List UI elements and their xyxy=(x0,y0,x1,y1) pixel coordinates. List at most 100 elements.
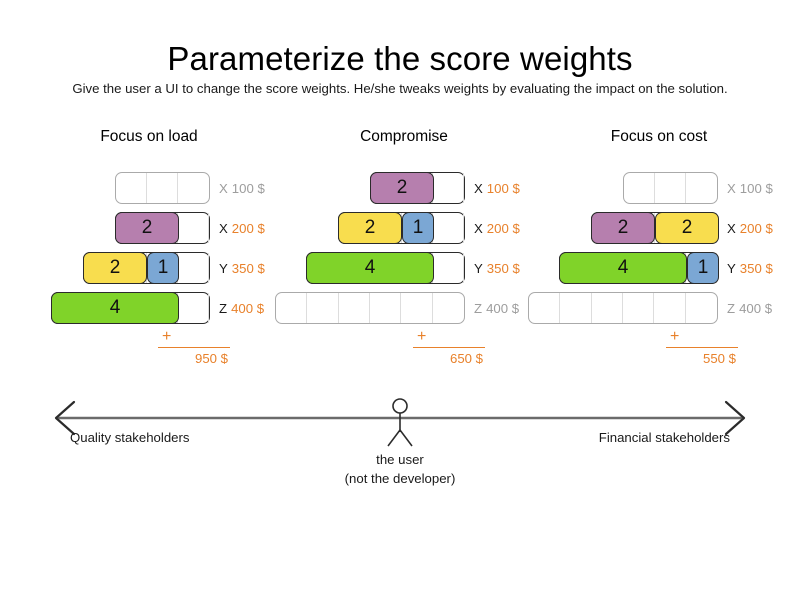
user-caption-line-2: (not the developer) xyxy=(344,471,456,486)
track-cell[interactable] xyxy=(592,293,623,323)
track-cell[interactable] xyxy=(178,293,210,323)
weight-segment-yellow[interactable]: 2 xyxy=(655,212,719,244)
weight-row-key: Z xyxy=(474,300,483,316)
track-cell[interactable] xyxy=(178,253,209,283)
track-cell[interactable] xyxy=(178,213,209,243)
total-rule xyxy=(666,347,738,348)
weight-slider-track[interactable] xyxy=(115,172,210,204)
weight-segment-value: 2 xyxy=(141,217,153,238)
scenario-total-inner: +950 $ xyxy=(158,328,230,366)
track-cell[interactable] xyxy=(624,173,655,203)
weight-row-price: 200 $ xyxy=(486,220,520,236)
weight-row-price: 350 $ xyxy=(739,260,773,276)
weight-segment-purple[interactable]: 2 xyxy=(370,172,434,204)
stakeholder-axis xyxy=(0,392,800,512)
weight-row-key: Y xyxy=(474,260,483,276)
track-cell[interactable] xyxy=(370,293,402,323)
weight-slider-track[interactable]: 4 xyxy=(51,292,210,324)
weight-slider-track[interactable] xyxy=(623,172,718,204)
total-value: 550 $ xyxy=(702,351,736,366)
weight-segment-yellow[interactable]: 2 xyxy=(338,212,402,244)
page-title: Parameterize the score weights xyxy=(167,40,633,78)
scenario-total: +550 $ xyxy=(528,328,786,374)
axis-label-quality-stakeholders: Quality stakeholders xyxy=(70,430,190,445)
weight-row-key: X xyxy=(474,180,483,196)
weight-segment-value: 2 xyxy=(681,217,693,238)
weight-row-price: 100 $ xyxy=(231,180,265,196)
weight-row-price: 100 $ xyxy=(486,180,520,196)
weight-slider-track[interactable] xyxy=(528,292,718,324)
axis-svg xyxy=(54,398,746,447)
weight-track-wrap: 2 xyxy=(275,171,465,205)
scenario-heading: Focus on load xyxy=(100,128,198,145)
track-cell[interactable] xyxy=(529,293,561,323)
weight-segment-purple[interactable]: 2 xyxy=(115,212,179,244)
total-rule xyxy=(413,347,485,348)
track-cell[interactable] xyxy=(307,293,339,323)
weight-segment-value: 2 xyxy=(364,217,376,238)
track-cell[interactable] xyxy=(178,173,209,203)
weight-row-price: 400 $ xyxy=(739,300,773,316)
weight-row-key: Y xyxy=(219,260,228,276)
weight-segment-blue[interactable]: 1 xyxy=(402,212,434,244)
weight-segment-green[interactable]: 4 xyxy=(306,252,434,284)
scenario-total: +650 $ xyxy=(275,328,533,374)
track-cell[interactable] xyxy=(560,293,592,323)
track-cell[interactable] xyxy=(433,293,464,323)
track-cell[interactable] xyxy=(433,213,464,243)
track-cell[interactable] xyxy=(276,293,308,323)
weight-track-wrap: 4 xyxy=(275,251,465,285)
weight-segment-value: 4 xyxy=(109,297,121,318)
weight-segment-value: 2 xyxy=(396,177,408,198)
track-cell[interactable] xyxy=(339,293,370,323)
weight-segment-yellow[interactable]: 2 xyxy=(83,252,147,284)
weight-slider-track[interactable]: 2 xyxy=(370,172,465,204)
track-cell[interactable] xyxy=(623,293,655,323)
track-cell[interactable] xyxy=(401,293,433,323)
track-cell[interactable] xyxy=(147,173,178,203)
weight-row-key: X xyxy=(474,220,483,236)
weight-segment-value: 2 xyxy=(617,217,629,238)
track-cell[interactable] xyxy=(655,173,686,203)
weight-row-key: X xyxy=(727,180,736,196)
weight-segment-purple[interactable]: 2 xyxy=(591,212,655,244)
weight-slider-track[interactable] xyxy=(275,292,465,324)
track-cell[interactable] xyxy=(433,173,464,203)
track-cell[interactable] xyxy=(686,173,717,203)
track-cell[interactable] xyxy=(116,173,147,203)
track-cell[interactable] xyxy=(654,293,686,323)
weight-segment-green[interactable]: 4 xyxy=(559,252,687,284)
weight-row-key: Z xyxy=(219,300,228,316)
track-cell[interactable] xyxy=(433,253,465,283)
weight-segment-value: 1 xyxy=(157,257,169,278)
weight-row-price: 400 $ xyxy=(231,300,265,316)
weight-track-wrap: 4 xyxy=(20,291,210,325)
weight-segment-value: 4 xyxy=(364,257,376,278)
weight-slider-track[interactable]: 4 xyxy=(306,252,465,284)
track-cell[interactable] xyxy=(686,293,717,323)
weight-row-key: X xyxy=(727,220,736,236)
weight-segment-blue[interactable]: 1 xyxy=(687,252,719,284)
weight-segment-green[interactable]: 4 xyxy=(51,292,179,324)
total-plus-sign: + xyxy=(162,328,172,345)
weight-row-price: 350 $ xyxy=(486,260,520,276)
total-value: 650 $ xyxy=(449,351,483,366)
weight-slider-track[interactable]: 2 xyxy=(115,212,210,244)
weight-segment-blue[interactable]: 1 xyxy=(147,252,179,284)
weight-track-wrap: 2 xyxy=(20,211,210,245)
